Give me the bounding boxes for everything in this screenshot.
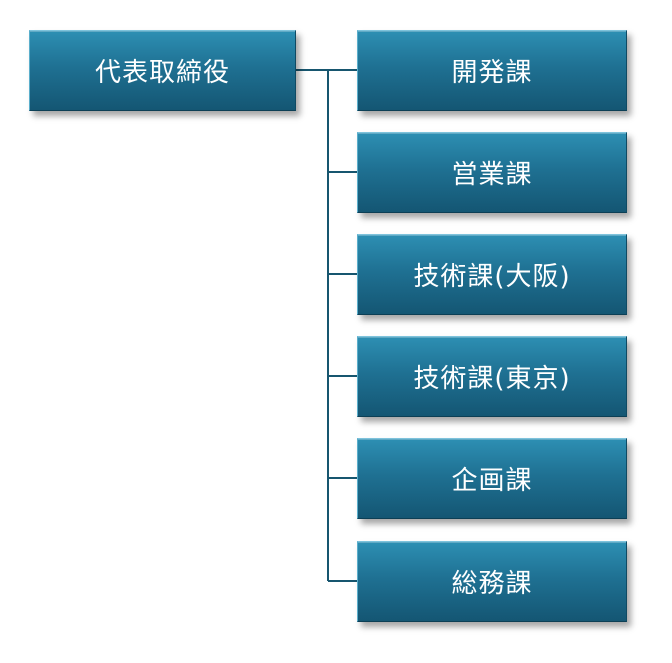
root-node-label: 代表取締役	[94, 58, 230, 88]
child-node-2: 営業課	[357, 132, 627, 213]
child-node-label: 技術課(東京)	[413, 364, 571, 394]
child-node-1: 開発課	[357, 30, 627, 111]
root-node: 代表取締役	[29, 30, 296, 111]
child-node-5: 企画課	[357, 438, 627, 519]
child-node-3: 技術課(大阪)	[357, 234, 627, 315]
child-node-label: 開発課	[451, 58, 533, 88]
child-node-label: 企画課	[451, 466, 533, 496]
child-node-label: 営業課	[451, 160, 533, 190]
child-node-label: 技術課(大阪)	[413, 262, 571, 292]
child-node-4: 技術課(東京)	[357, 336, 627, 417]
child-node-label: 総務課	[451, 569, 533, 599]
child-node-6: 総務課	[357, 541, 627, 622]
